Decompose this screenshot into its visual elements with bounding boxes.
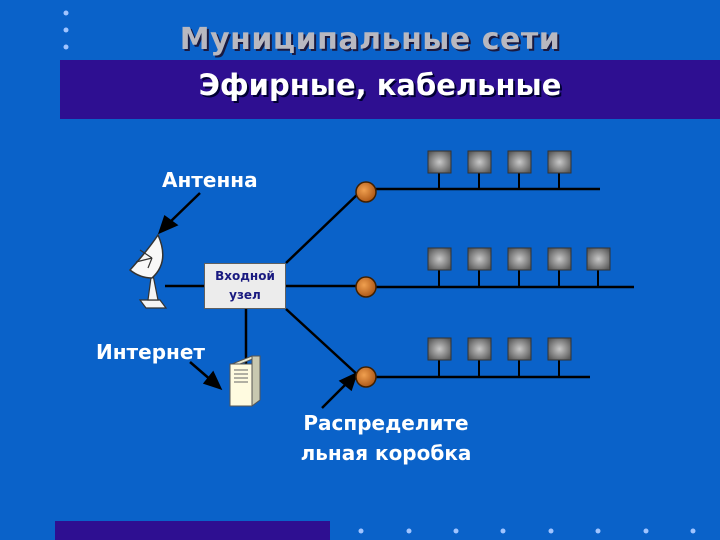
distribution-box-label: Распределите льная коробка [278,408,494,468]
subtitle-bar: Эфирные, кабельные [60,60,720,119]
terminal-row-lower [427,337,572,377]
distribution-box-icon [355,366,377,388]
bottom-bar [55,521,330,540]
decorative-dots-bottom [358,528,696,534]
subscriber-terminal-icon [547,337,572,361]
subscriber-terminal-icon [547,247,572,271]
subscriber-terminal-icon [507,150,532,174]
subscriber-terminal-icon [427,150,452,174]
subscriber-terminal-icon [467,150,492,174]
server-icon [229,355,261,407]
distribution-box-icon [355,276,377,298]
subscriber-terminal-icon [467,337,492,361]
subscriber-terminal-icon [467,247,492,271]
slide-subtitle: Эфирные, кабельные [198,68,562,102]
terminal-row-middle [427,247,611,287]
internet-label: Интернет [96,340,206,364]
input-node-line2: узел [229,288,261,302]
distribution-box-icon [355,181,377,203]
antenna-label: Антенна [162,168,258,192]
distribution-box-label-line2: льная коробка [300,441,472,465]
link-upper [285,191,361,264]
satellite-dish-icon [128,233,168,309]
connection-lines [165,187,634,379]
decorative-dots-left [63,10,69,50]
slide-title: Муниципальные сети [179,22,561,57]
subscriber-terminal-icon [507,247,532,271]
subscriber-terminal-icon [586,247,611,271]
terminal-row-upper [427,150,572,189]
distribution-box-label-line1: Распределите [303,411,469,435]
subscriber-terminal-icon [547,150,572,174]
subscriber-terminal-icon [507,337,532,361]
subscriber-terminal-icon [427,337,452,361]
distribution-boxes [355,181,377,388]
link-lower [285,308,361,378]
input-node: Входной узел [204,263,286,309]
input-node-line1: Входной [215,269,275,283]
pointer-arrows [157,192,359,409]
subscriber-terminal-icon [427,247,452,271]
